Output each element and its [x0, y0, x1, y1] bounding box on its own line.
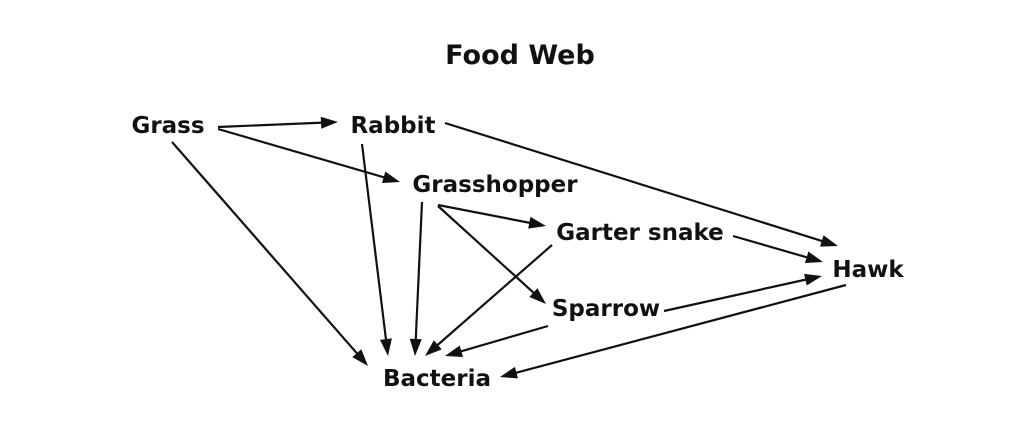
arrowhead-icon: [445, 345, 463, 358]
edge-sparrow-to-bacteria: [445, 324, 549, 358]
edge-grasshopper-to-bacteria: [409, 201, 424, 356]
node-garter-snake: Garter snake: [556, 220, 724, 246]
arrowhead-icon: [528, 216, 546, 229]
node-sparrow: Sparrow: [552, 296, 660, 322]
edge-grass-to-grasshopper: [217, 127, 400, 184]
node-bacteria: Bacteria: [383, 366, 491, 392]
edge-line: [444, 121, 825, 243]
edge-line: [732, 234, 809, 259]
edge-line: [437, 205, 536, 295]
edge-grass-to-bacteria: [171, 141, 368, 366]
edge-line: [437, 203, 532, 225]
edge-line: [514, 283, 847, 375]
edge-grass-to-rabbit: [217, 116, 338, 129]
edge-hawk-to-bacteria: [500, 283, 847, 379]
arrowhead-icon: [352, 349, 368, 366]
edge-garter-snake-to-hawk: [732, 234, 823, 264]
edge-line: [414, 201, 424, 342]
arrowhead-icon: [379, 338, 392, 356]
edge-line: [459, 324, 549, 353]
edge-rabbit-to-hawk: [444, 121, 838, 247]
edge-rabbit-to-bacteria: [360, 143, 392, 356]
arrowhead-icon: [804, 273, 822, 286]
arrowhead-icon: [425, 340, 442, 356]
edge-line: [435, 244, 553, 347]
node-rabbit: Rabbit: [350, 113, 435, 139]
node-grasshopper: Grasshopper: [412, 172, 578, 198]
nodes-layer: Grass Rabbit Grasshopper Garter snake Sp…: [131, 113, 904, 392]
edge-sparrow-to-hawk: [663, 273, 822, 313]
arrowhead-icon: [529, 288, 546, 304]
edge-line: [217, 121, 324, 129]
edge-line: [360, 143, 388, 342]
node-grass: Grass: [131, 113, 204, 139]
edge-grasshopper-to-sparrow: [437, 205, 546, 304]
edge-line: [663, 278, 808, 313]
arrowhead-icon: [819, 235, 838, 247]
arrowhead-icon: [320, 116, 338, 129]
arrowhead-icon: [805, 251, 823, 264]
edge-line: [217, 127, 386, 179]
node-hawk: Hawk: [832, 257, 904, 283]
edge-garter-snake-to-bacteria: [425, 244, 553, 356]
arrowhead-icon: [382, 171, 400, 184]
arrowhead-icon: [500, 366, 518, 379]
arrowhead-icon: [409, 338, 422, 356]
edge-grasshopper-to-garter-snake: [437, 203, 546, 229]
edge-line: [171, 141, 359, 356]
edges-layer: [171, 116, 847, 379]
diagram-title: Food Web: [445, 40, 595, 71]
